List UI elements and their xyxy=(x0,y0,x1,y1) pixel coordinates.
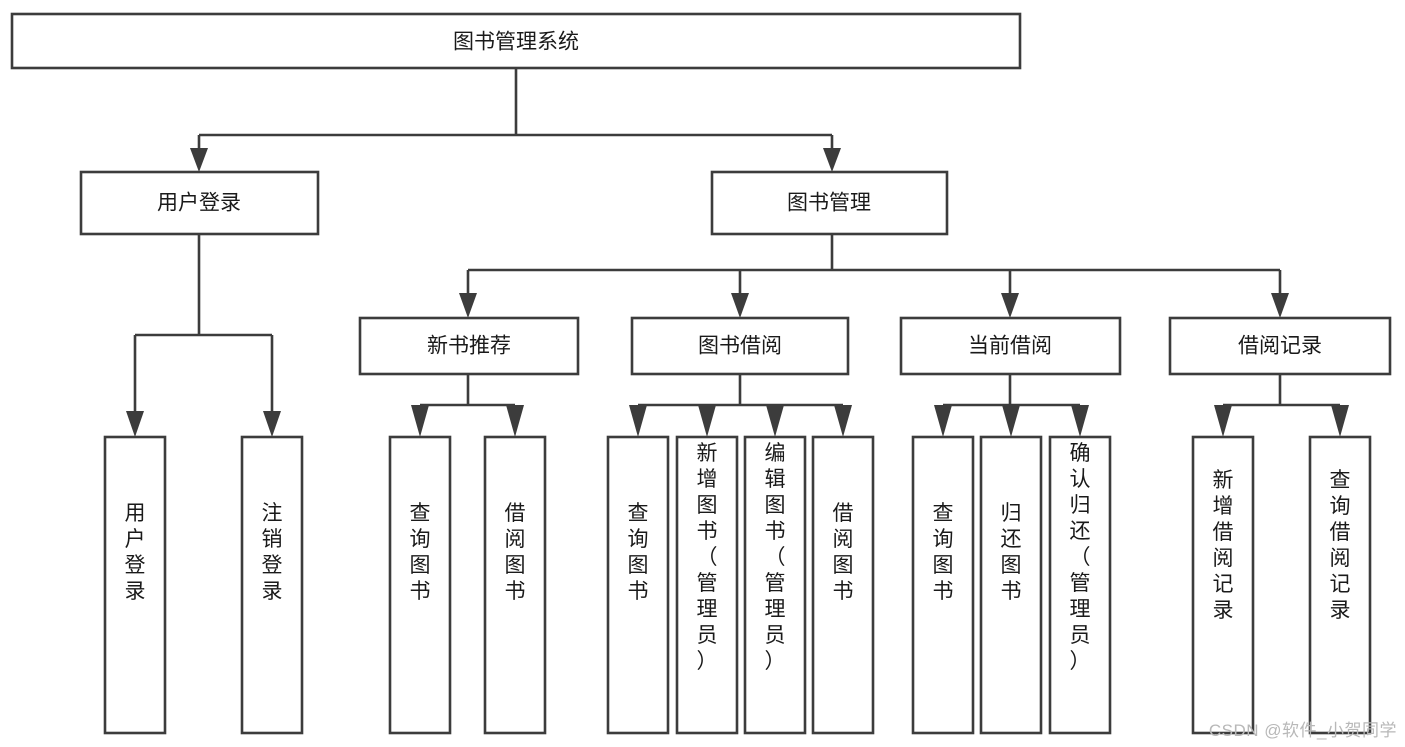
node-leaf-query-book-3-label: 查询图书 xyxy=(933,502,954,603)
node-leaf-query-book-3[interactable]: 查询图书 xyxy=(911,435,975,735)
node-new-book-recommend-label: 新书推荐 xyxy=(427,335,511,358)
connectors-layer xyxy=(126,68,1349,437)
node-leaf-user-login-box[interactable] xyxy=(103,435,167,735)
arrow-leaf-return-book xyxy=(1002,405,1020,437)
arrow-leaf-confirm-return xyxy=(1071,405,1089,437)
node-leaf-query-book-1-label: 查询图书 xyxy=(410,502,431,603)
node-leaf-query-book-3-box[interactable] xyxy=(911,435,975,735)
node-leaf-borrow-book-1-label: 借阅图书 xyxy=(505,502,526,603)
node-user-login-box[interactable] xyxy=(79,170,320,236)
node-borrow-record-box[interactable] xyxy=(1168,316,1392,376)
node-leaf-query-book-2[interactable]: 查询图书 xyxy=(606,435,670,735)
node-leaf-user-login-label: 用户登录 xyxy=(125,502,146,603)
arrow-leaf-logout-login xyxy=(263,411,281,437)
node-leaf-add-book-box[interactable] xyxy=(675,435,739,735)
node-leaf-edit-book-box[interactable] xyxy=(743,435,807,735)
arrow-to-user-login xyxy=(190,148,208,172)
node-root-label: 图书管理系统 xyxy=(453,31,579,54)
arrow-to-new-book-recommend xyxy=(459,293,477,318)
node-leaf-edit-book[interactable]: 编辑图书（管理员） xyxy=(743,435,807,735)
node-leaf-query-record-label: 查询借阅记录 xyxy=(1330,469,1351,622)
node-new-book-recommend-box[interactable] xyxy=(358,316,580,376)
node-leaf-logout-login-box[interactable] xyxy=(240,435,304,735)
node-leaf-confirm-return-label: 确认归还（管理员） xyxy=(1070,442,1091,673)
node-current-borrow[interactable]: 当前借阅 xyxy=(899,316,1122,376)
arrow-leaf-query-book-1 xyxy=(411,405,429,437)
node-user-login-label: 用户登录 xyxy=(157,192,241,215)
node-leaf-add-book-label: 新增图书（管理员） xyxy=(697,442,718,673)
arrow-to-book-borrow xyxy=(731,293,749,318)
node-book-manage-box[interactable] xyxy=(710,170,949,236)
node-leaf-add-record-label: 新增借阅记录 xyxy=(1213,469,1234,622)
node-current-borrow-box[interactable] xyxy=(899,316,1122,376)
arrow-leaf-query-record xyxy=(1331,405,1349,437)
node-leaf-return-book-label: 归还图书 xyxy=(1001,502,1022,603)
node-leaf-return-book[interactable]: 归还图书 xyxy=(979,435,1043,735)
arrow-leaf-borrow-book-2 xyxy=(834,405,852,437)
node-book-borrow-box[interactable] xyxy=(630,316,850,376)
node-leaf-add-record[interactable]: 新增借阅记录 xyxy=(1191,435,1255,735)
node-book-manage-label: 图书管理 xyxy=(787,192,871,215)
node-leaf-add-record-box[interactable] xyxy=(1191,435,1255,735)
node-leaf-logout-login-label: 注销登录 xyxy=(262,502,283,603)
arrow-leaf-add-record xyxy=(1214,405,1232,437)
node-root-box[interactable] xyxy=(10,12,1022,70)
node-borrow-record-label: 借阅记录 xyxy=(1238,335,1322,358)
arrow-to-borrow-record xyxy=(1271,293,1289,318)
node-leaf-borrow-book-2-label: 借阅图书 xyxy=(833,502,854,603)
node-leaf-borrow-book-2-box[interactable] xyxy=(811,435,875,735)
node-leaf-edit-book-label: 编辑图书（管理员） xyxy=(765,442,786,673)
node-leaf-query-book-2-box[interactable] xyxy=(606,435,670,735)
node-leaf-borrow-book-2[interactable]: 借阅图书 xyxy=(811,435,875,735)
node-leaf-user-login[interactable]: 用户登录 xyxy=(103,435,167,735)
node-leaf-query-record[interactable]: 查询借阅记录 xyxy=(1308,435,1372,735)
arrow-to-current-borrow xyxy=(1001,293,1019,318)
node-leaf-add-book[interactable]: 新增图书（管理员） xyxy=(675,435,739,735)
arrow-leaf-query-book-2 xyxy=(629,405,647,437)
arrow-to-book-manage xyxy=(823,148,841,172)
node-current-borrow-label: 当前借阅 xyxy=(968,335,1052,358)
arrow-leaf-add-book xyxy=(698,405,716,437)
arrow-leaf-edit-book xyxy=(766,405,784,437)
node-leaf-query-book-1-box[interactable] xyxy=(388,435,452,735)
node-leaf-logout-login[interactable]: 注销登录 xyxy=(240,435,304,735)
node-leaf-query-book-2-label: 查询图书 xyxy=(628,502,649,603)
node-book-borrow[interactable]: 图书借阅 xyxy=(630,316,850,376)
node-leaf-borrow-book-1[interactable]: 借阅图书 xyxy=(483,435,547,735)
node-book-borrow-label: 图书借阅 xyxy=(698,335,782,358)
arrow-leaf-query-book-3 xyxy=(934,405,952,437)
node-leaf-borrow-book-1-box[interactable] xyxy=(483,435,547,735)
node-user-login[interactable]: 用户登录 xyxy=(79,170,320,236)
node-leaf-return-book-box[interactable] xyxy=(979,435,1043,735)
node-leaf-confirm-return-box[interactable] xyxy=(1048,435,1112,735)
node-leaf-query-record-box[interactable] xyxy=(1308,435,1372,735)
arrow-leaf-borrow-book-1 xyxy=(506,405,524,437)
node-book-manage[interactable]: 图书管理 xyxy=(710,170,949,236)
arrow-leaf-user-login xyxy=(126,411,144,437)
node-borrow-record[interactable]: 借阅记录 xyxy=(1168,316,1392,376)
node-new-book-recommend[interactable]: 新书推荐 xyxy=(358,316,580,376)
node-leaf-query-book-1[interactable]: 查询图书 xyxy=(388,435,452,735)
node-root[interactable]: 图书管理系统 xyxy=(10,12,1022,70)
node-leaf-confirm-return[interactable]: 确认归还（管理员） xyxy=(1048,435,1112,735)
